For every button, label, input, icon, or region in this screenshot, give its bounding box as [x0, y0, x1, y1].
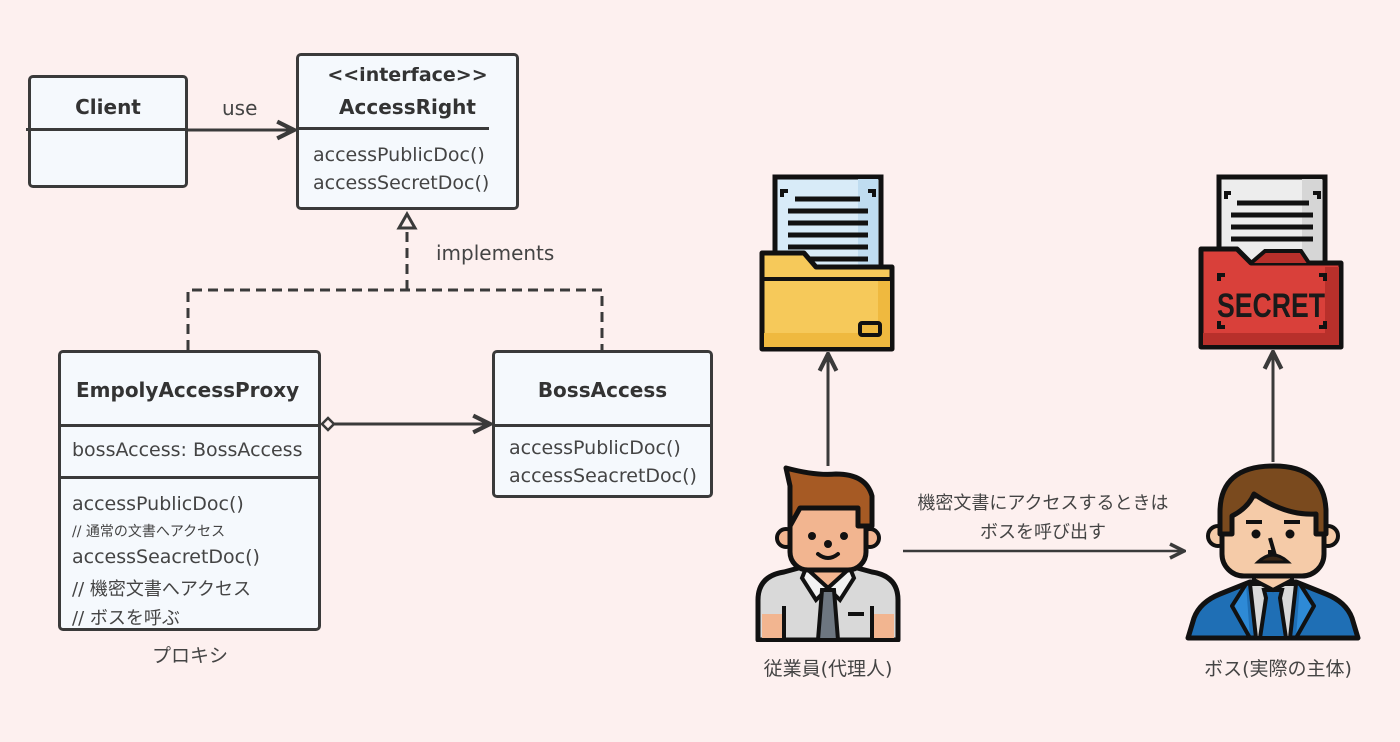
class-empoly-access-proxy[interactable]: EmpolyAccessProxy bossAccess: BossAccess…: [58, 350, 321, 631]
secret-stamp-text: SECRET: [1217, 287, 1325, 325]
boss-caption: ボス(実際の主体): [1204, 658, 1352, 680]
interface-stereotype: <<interface>>: [327, 64, 488, 86]
realization-arrowhead: [396, 210, 418, 230]
boss-avatar-icon: [1185, 463, 1361, 641]
secret-document-folder-icon: SECRET: [1198, 174, 1344, 350]
proxy-caption: プロキシ: [151, 645, 228, 667]
call-boss-label-line1: 機密文書にアクセスするときは: [917, 493, 1169, 514]
proxy-comment: // 機密文書へアクセス: [72, 579, 251, 600]
implements-realization-lines: [186, 228, 604, 350]
class-access-right-divider: [297, 127, 489, 130]
access-right-method: accessPublicDoc(): [313, 144, 485, 166]
call-boss-label-line2: ボスを呼び出す: [980, 522, 1106, 543]
proxy-method: accessSeacretDoc(): [72, 546, 260, 568]
boss-access-method: accessSeacretDoc(): [509, 465, 697, 487]
access-right-method: accessSecretDoc(): [313, 172, 490, 194]
proxy-comment: // 通常の文書へアクセス: [72, 524, 226, 540]
proxy-comment: // ボスを呼ぶ: [72, 608, 180, 629]
class-access-right-name: AccessRight: [339, 95, 476, 119]
implements-label: implements: [436, 241, 555, 265]
class-boss-access-divider: [492, 424, 713, 427]
public-document-folder-icon: [759, 174, 895, 352]
proxy-method: accessPublicDoc(): [72, 493, 244, 515]
class-client-name: Client: [75, 95, 141, 119]
employee-caption: 従業員(代理人): [763, 658, 893, 680]
class-client-divider: [26, 128, 186, 131]
employee-avatar-icon: [755, 465, 901, 642]
aggregation-diamond: [320, 416, 336, 432]
class-client[interactable]: Client: [28, 75, 188, 188]
class-boss-access[interactable]: BossAccess accessPublicDoc() accessSeacr…: [492, 350, 713, 498]
boss-access-method: accessPublicDoc(): [509, 437, 681, 459]
use-label: use: [222, 96, 258, 120]
class-proxy-divider-2: [58, 476, 321, 479]
class-proxy-name: EmpolyAccessProxy: [76, 378, 300, 402]
class-access-right[interactable]: <<interface>> AccessRight accessPublicDo…: [296, 53, 519, 210]
class-proxy-divider-1: [58, 424, 321, 427]
proxy-field: bossAccess: BossAccess: [72, 439, 303, 461]
class-boss-access-name: BossAccess: [537, 378, 668, 402]
